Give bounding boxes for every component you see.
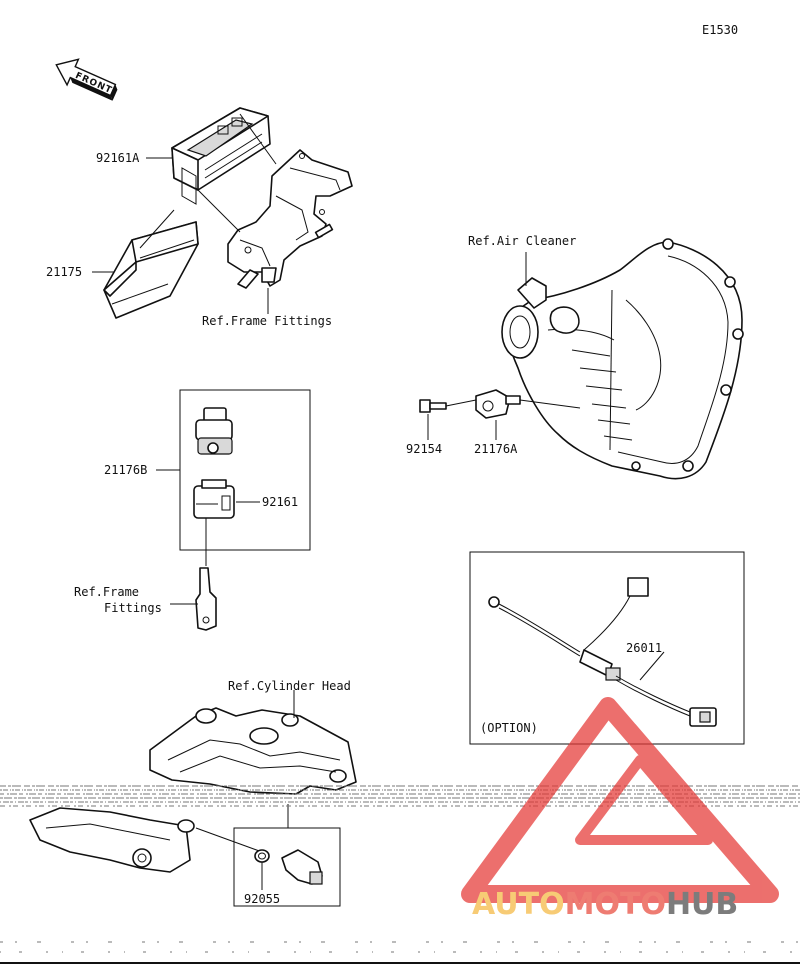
- watermark-triangle-icon: [461, 697, 779, 903]
- option-box: [469, 551, 745, 745]
- air-cleaner-group: [419, 238, 744, 480]
- sensor-21176B: [195, 407, 233, 455]
- detail-box-21176B: [179, 389, 311, 551]
- ecu-holder-92161A: [171, 107, 271, 205]
- label-ref-frame-mid-1: Ref.Frame: [74, 585, 139, 599]
- label-21175: 21175: [46, 265, 82, 279]
- watermark-text-part3: HUB: [666, 887, 738, 922]
- label-ref-cylinder-head: Ref.Cylinder Head: [228, 679, 351, 693]
- label-ref-air-cleaner: Ref.Air Cleaner: [468, 234, 576, 248]
- connector-92161: [193, 479, 235, 519]
- label-92161A: 92161A: [96, 151, 140, 165]
- option-harness-group: [469, 551, 745, 745]
- label-92161: 92161: [262, 495, 298, 509]
- ecu-unit-21175: [103, 221, 199, 319]
- detail-box-92055: [233, 827, 341, 907]
- harness-26011: [488, 577, 717, 727]
- label-26011: 26011: [626, 641, 662, 655]
- bolt-92154: [419, 399, 477, 413]
- svg-text:AUTOMOTOHUB: AUTOMOTOHUB: [472, 887, 738, 922]
- cylinder-head: [29, 707, 357, 873]
- diagram-code: E1530: [702, 23, 738, 37]
- cylinder-head-group: [29, 690, 357, 907]
- front-arrow-icon: FRONT: [55, 58, 118, 101]
- sensor-21176A: [475, 389, 581, 419]
- label-21176A: 21176A: [474, 442, 518, 456]
- label-ref-frame-top: Ref.Frame Fittings: [202, 314, 332, 328]
- temp-sensor: [281, 849, 323, 885]
- label-92055: 92055: [244, 892, 280, 906]
- sensor-21176B-group: [156, 389, 311, 631]
- label-option: (OPTION): [480, 721, 538, 735]
- watermark-logo: AUTOMOTOHUB: [461, 697, 779, 922]
- label-92154: 92154: [406, 442, 442, 456]
- air-cleaner-housing: [501, 238, 744, 480]
- watermark-text-part1: AUTO: [472, 887, 565, 922]
- label-21176B: 21176B: [104, 463, 147, 477]
- frame-bracket: [227, 149, 353, 289]
- gasket-92055: [254, 849, 270, 863]
- ecu-bracket-group: [92, 107, 353, 319]
- frame-fitting-bracket: [195, 567, 217, 631]
- watermark-text-part2: MOTO: [565, 887, 666, 922]
- label-ref-frame-mid-2: Fittings: [104, 601, 162, 615]
